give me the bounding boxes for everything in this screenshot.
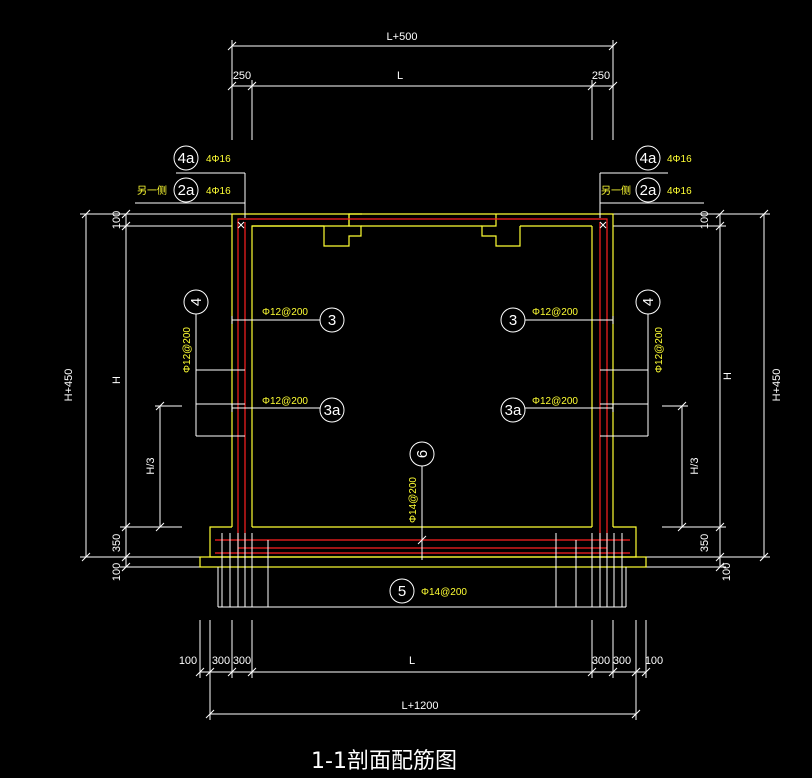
tag-4a-right: 4a [640, 150, 657, 167]
dim-right-total: H+450 [771, 369, 783, 402]
spec-4a-left: 4Φ16 [206, 154, 231, 165]
tag-circle-2a-left [173, 177, 199, 203]
tag-4-left: 4 [188, 298, 205, 306]
left-dimensions: H+450 100 H 350 100 H/3 [63, 209, 232, 581]
dim-left-total: H+450 [63, 369, 75, 402]
tag-6: 6 [414, 450, 431, 458]
dim-top-total: L+500 [387, 31, 418, 43]
spec-4-right: Φ12@200 [654, 327, 665, 373]
tag-3a-right: 3a [505, 402, 522, 419]
spec-2a-left: 4Φ16 [206, 186, 231, 197]
side-note-right: 另一侧 [601, 184, 631, 197]
top-dimensions: L+500 250 L 250 [227, 31, 618, 140]
tag-circle-5 [389, 578, 415, 604]
dim-left-top: 100 [111, 211, 123, 229]
dim-bottom-100-right: 100 [645, 655, 663, 667]
dim-bottom-total: L+1200 [401, 700, 438, 712]
spec-5: Φ14@200 [421, 587, 467, 598]
tag-circle-2a-right [635, 177, 661, 203]
tag-3-right: 3 [509, 312, 517, 329]
tag-circle-4-left [183, 289, 209, 315]
bottom-dimensions: 100 300 300 L 300 300 100 L+1200 [179, 620, 663, 720]
dim-right-h: H [722, 372, 734, 380]
dim-bottom-mid: L [409, 655, 415, 667]
dim-bottom-100-left: 100 [179, 655, 197, 667]
tag-circle-3-right [500, 307, 526, 333]
tag-4-right: 4 [640, 298, 657, 306]
tag-3a-left: 3a [324, 402, 341, 419]
tag-circle-3-left [319, 307, 345, 333]
dim-right-h3: H/3 [689, 457, 701, 474]
tag-5: 5 [398, 583, 406, 600]
drawing-title: 1-1剖面配筋图 [311, 749, 457, 774]
dim-right-350: 350 [699, 534, 711, 552]
spec-3-right: Φ12@200 [532, 307, 578, 318]
dim-top-mid: L [397, 70, 403, 82]
dim-bottom-300-right-2: 300 [613, 655, 631, 667]
spec-6: Φ14@200 [408, 477, 419, 523]
rebar-lines [215, 218, 630, 607]
spec-4-left: Φ12@200 [182, 327, 193, 373]
tag-3-left: 3 [328, 312, 336, 329]
dim-left-100: 100 [111, 563, 123, 581]
dim-left-h: H [111, 376, 123, 384]
tag-circle-3a-left [319, 397, 345, 423]
dim-top-left: 250 [233, 70, 251, 82]
spec-4a-right: 4Φ16 [667, 154, 692, 165]
tag-circle-3a-right [500, 397, 526, 423]
dim-right-100: 100 [721, 563, 733, 581]
tag-circle-4a-right [635, 145, 661, 171]
dim-top-right: 250 [592, 70, 610, 82]
tag-2a-left: 2a [178, 182, 195, 199]
tag-circle-4-right [635, 289, 661, 315]
dim-bottom-300-left-2: 300 [233, 655, 251, 667]
dim-left-350: 350 [111, 534, 123, 552]
dim-left-h3: H/3 [145, 457, 157, 474]
dim-right-top: 100 [699, 211, 711, 229]
spec-3-left: Φ12@200 [262, 307, 308, 318]
tag-2a-right: 2a [640, 182, 657, 199]
dim-bottom-300-left-1: 300 [212, 655, 230, 667]
rebar-callouts: 4a 4Φ16 2a 4Φ16 另一侧 4a 4Φ16 2a 4Φ16 另一侧 … [135, 145, 704, 604]
spec-3a-left: Φ12@200 [262, 396, 308, 407]
tag-4a-left: 4a [178, 150, 195, 167]
spec-2a-right: 4Φ16 [667, 186, 692, 197]
tag-circle-6 [409, 441, 435, 467]
side-note-left: 另一侧 [137, 184, 167, 197]
dim-bottom-300-right-1: 300 [592, 655, 610, 667]
right-dimensions: H+450 100 H 350 100 H/3 [613, 209, 783, 581]
tag-circle-4a-left [173, 145, 199, 171]
spec-3a-right: Φ12@200 [532, 396, 578, 407]
